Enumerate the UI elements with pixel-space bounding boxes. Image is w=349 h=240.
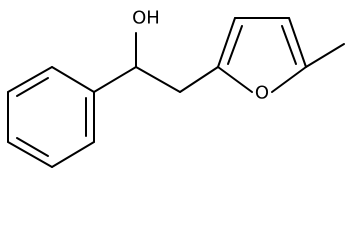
bond-ph-1	[51, 66, 95, 93]
bond-furan-o-c2	[217, 66, 253, 93]
bond-furan-methyl	[305, 43, 345, 68]
bond-carbinol-ch2	[135, 66, 181, 93]
benzene-ring	[7, 66, 95, 168]
bond-ph-5	[51, 141, 95, 168]
bond-ph-inner-2	[16, 137, 49, 157]
bond-furan-c4-c5-inner	[281, 25, 297, 65]
bond-ph-carbinol	[93, 66, 137, 93]
bond-furan-c2-c3-inner	[227, 25, 243, 65]
bond-ch2-furan	[179, 66, 219, 93]
bond-ph-inner-1	[16, 77, 49, 97]
hydroxyl-label: OH	[132, 8, 160, 29]
chain	[93, 32, 219, 93]
ring-oxygen-label: O	[255, 83, 269, 104]
methyl-group	[305, 43, 345, 68]
bond-furan-c4-c5	[288, 17, 307, 68]
bond-ph-2	[7, 66, 53, 93]
furan-ring	[217, 17, 307, 93]
bond-ph-4	[7, 141, 53, 168]
molecule-structure: OH O	[7, 8, 345, 168]
bond-furan-c5-o	[271, 66, 307, 93]
bond-furan-c2-c3	[217, 17, 236, 68]
